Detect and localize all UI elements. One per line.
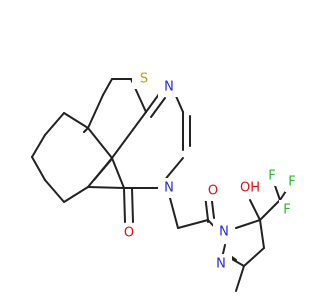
bond [131,187,134,223]
bond [259,219,265,249]
bond [177,219,209,229]
bond [111,111,147,159]
bond [259,199,281,221]
bond [111,157,125,189]
bond [87,94,104,129]
bond [169,197,179,229]
bond [249,199,261,221]
atom-labels: S N N O O N N OH F F F [118,69,300,274]
bond [31,156,46,181]
hydroxyl-group: OH [240,181,260,196]
bond [102,78,113,96]
bond [44,179,65,203]
nitrogen-atom-amide: N [164,181,174,196]
bond [229,257,245,267]
oxygen-atom-acetyl: O [208,184,218,199]
bond [44,112,65,136]
bond [31,134,46,158]
bond [235,265,245,292]
nitrogen-atom-pyrazoline-1: N [219,225,229,240]
nitrogen-atom-pyrimidine: N [164,80,174,95]
bond [93,159,112,181]
oxygen-atom-carbonyl: O [124,226,134,241]
nitrogen-atom-pyrazoline-2: N [216,257,226,272]
bond [123,187,126,223]
bond [150,97,166,118]
bond [63,112,89,129]
bond [63,186,89,203]
fluorine-atom-1: F [268,169,275,184]
sulfur-atom: S [140,72,148,87]
fluorine-atom-2: F [288,175,295,190]
molecule-structure: S N N O O N N OH F F F [31,69,300,292]
bond [243,247,265,267]
bonds [31,78,291,292]
fluorine-atom-3: F [283,203,290,218]
bond [87,186,125,189]
bond [87,127,113,159]
bond [235,219,261,229]
